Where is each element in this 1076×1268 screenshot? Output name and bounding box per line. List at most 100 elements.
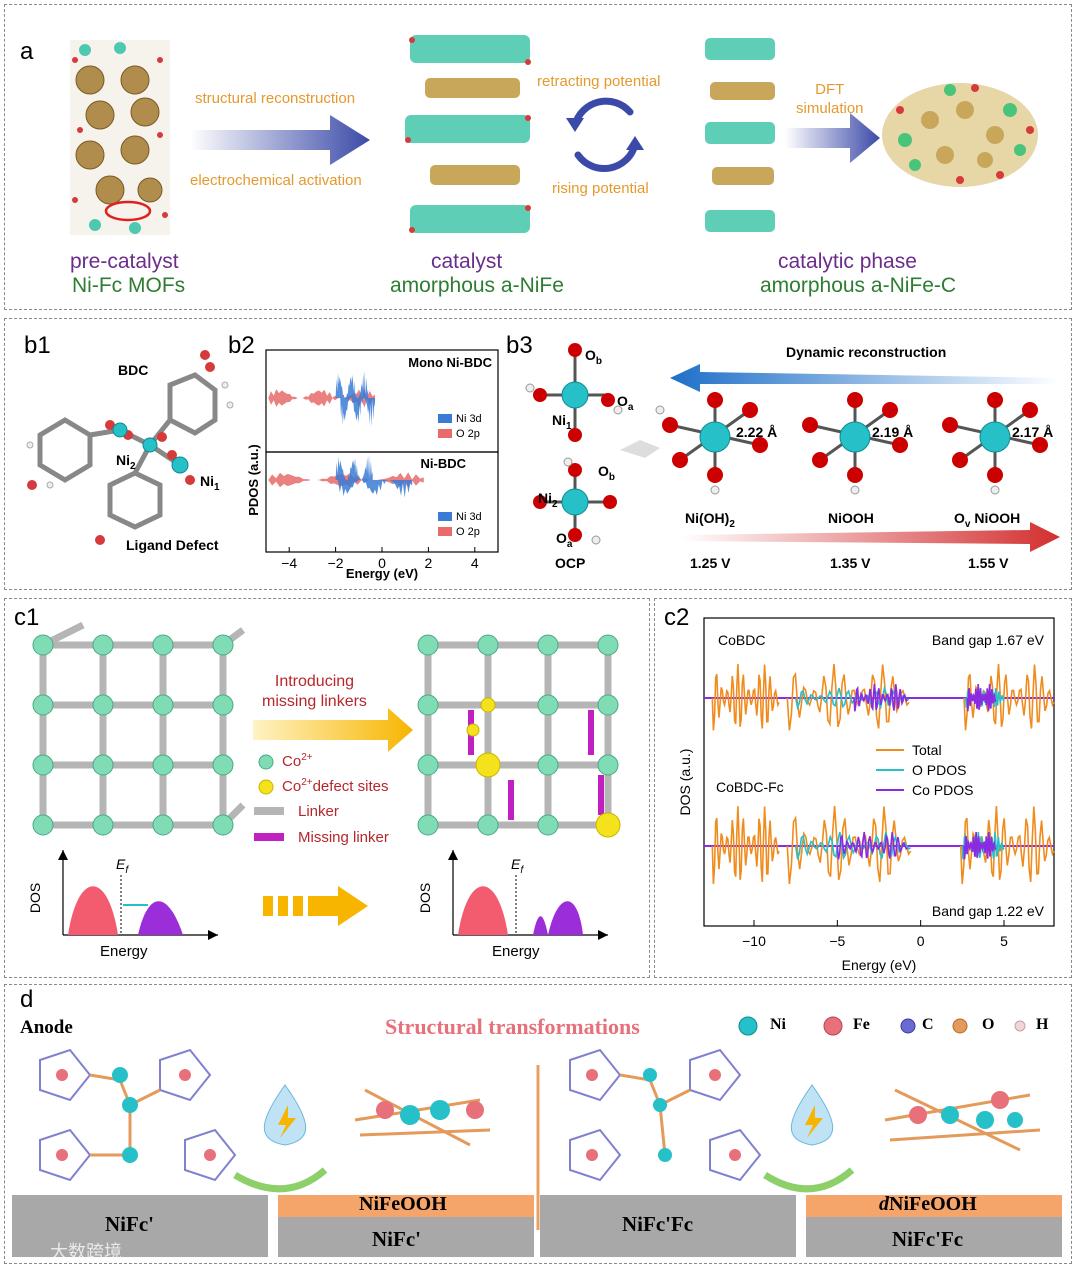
b2-xtick-label: 0 <box>378 555 386 571</box>
b3-species-2: NiOOH <box>828 510 874 526</box>
nifc-framework-left <box>39 1048 237 1182</box>
b3-ob-top: Ob <box>585 347 602 367</box>
b2-xtick-label: 4 <box>471 555 479 571</box>
b2-ni3d-bot-down <box>337 480 413 498</box>
catalytic-cluster <box>882 83 1038 187</box>
nifeooh-left <box>354 1088 491 1147</box>
c1-nodes-left <box>32 634 234 836</box>
b2-o2p-top-down <box>268 398 376 408</box>
c1-legend-co: Co2+ <box>282 752 313 770</box>
b1-molecule <box>26 350 234 545</box>
c1-nodes-right <box>417 634 619 836</box>
b3-potential-2: 1.35 V <box>830 555 871 571</box>
c2-xtick-label: −5 <box>829 933 845 949</box>
water-drop-icon-right <box>790 1084 834 1146</box>
c1-arrow-text: Introducing missing linkers <box>262 673 367 710</box>
b2-legend-ni-swatch-top <box>438 414 452 423</box>
d-top-1-label: NiFeOOH <box>359 1193 447 1215</box>
c2-xtick-label: −10 <box>742 933 766 949</box>
c2-copdos-bottom <box>836 831 997 860</box>
legend-missing-swatch <box>254 833 284 841</box>
catalyst-structure <box>405 35 531 233</box>
b1-ni1: Ni1 <box>200 473 220 493</box>
d-legend-o: O <box>982 1016 995 1033</box>
panel-c1 <box>4 598 650 978</box>
b2-ylabel: PDOS (a.u.) <box>246 444 261 516</box>
transform-arrow-right <box>763 1167 855 1193</box>
d-bar-3-label: NiFc'Fc <box>622 1212 694 1236</box>
stage2-title: catalyst <box>431 250 503 273</box>
b2-ni3d-top-up <box>335 370 369 398</box>
b2-legend-o-swatch-bot <box>438 527 452 536</box>
c1-dashed-arrow <box>263 896 273 916</box>
legend-co-swatch <box>258 754 274 770</box>
c1-lattice-right <box>424 641 612 829</box>
b3-bond-2: 2.19 Å <box>872 424 914 440</box>
b2-legend-ni-swatch-bot <box>438 512 452 521</box>
d-top-1 <box>278 1195 534 1217</box>
c1-dos-left <box>58 850 218 940</box>
b3-oa-bottom: Oa <box>556 530 573 550</box>
b3-species-3: Ov NiOOH <box>954 510 1021 530</box>
c2-top-gap: Band gap 1.67 eV <box>932 632 1045 648</box>
c1-ef-right: Ef <box>511 856 524 876</box>
b3-ob-bottom: Ob <box>598 463 615 483</box>
water-drop-icon-left <box>263 1084 307 1146</box>
panel-a-graphics <box>70 35 1038 235</box>
stage1-sub: Ni-Fc MOFs <box>72 274 186 297</box>
legend-h-icon <box>1014 1020 1026 1032</box>
panel-b1-label: b1 <box>24 332 51 359</box>
b3-potential-3: 1.55 V <box>968 555 1009 571</box>
cycle-arrows-icon <box>566 97 644 173</box>
d-legend <box>738 1016 1026 1036</box>
c1-energy-right: Energy <box>492 943 540 960</box>
b2-pdos-chart: PDOS (a.u.) Mono Ni-BDC Ni-BDC Ni 3d O 2… <box>246 349 499 581</box>
panel-c1-label: c1 <box>14 604 40 631</box>
c1-ef-left: Ef <box>116 856 129 876</box>
legend-defect-swatch <box>258 779 274 795</box>
b1-ligand-defect: Ligand Defect <box>126 537 219 553</box>
b2-o2p-top-up <box>268 388 376 398</box>
panel-a <box>4 4 1072 310</box>
c2-legend-o: O PDOS <box>912 762 966 778</box>
c2-top-name: CoBDC <box>718 632 765 648</box>
d-bar-1-label: NiFc' <box>105 1212 154 1236</box>
legend-c-icon <box>900 1018 916 1034</box>
transform-arrow-left <box>233 1167 328 1193</box>
b2-xtick-label: 2 <box>425 555 433 571</box>
b2-legend-ni-top: Ni 3d <box>456 413 482 425</box>
b2-xlabel: Energy (eV) <box>346 566 418 581</box>
b3-ni2: Ni2 <box>538 490 558 510</box>
ocp-to-nioh2-arrow <box>620 440 660 458</box>
legend-ni-icon <box>738 1016 758 1036</box>
dft-arrow <box>785 113 880 163</box>
stage2-sub: amorphous a-NiFe <box>390 274 564 297</box>
b3-ocp-sites <box>525 343 623 545</box>
b3-ni1: Ni1 <box>552 412 572 432</box>
c2-xlabel: Energy (eV) <box>842 957 917 973</box>
step-electrochemical-activation: electrochemical activation <box>190 172 362 189</box>
c2-legend-total: Total <box>912 742 942 758</box>
precatalyst-structure <box>70 40 170 235</box>
d-anode: Anode <box>20 1017 73 1038</box>
b3-graphics <box>525 343 1060 552</box>
d-bar-1 <box>12 1195 268 1257</box>
c2-bottom-name: CoBDC-Fc <box>716 779 784 795</box>
c1-dos-left-label: DOS <box>27 882 44 914</box>
b2-ni3d-bot-up <box>335 454 373 480</box>
b2-xtick-label: −4 <box>281 555 297 571</box>
b3-octahedra <box>655 392 1048 495</box>
legend-linker-swatch <box>254 807 284 815</box>
c1-lattice-left <box>39 621 246 829</box>
panel-d-label: d <box>20 986 34 1013</box>
panel-b2-label: b2 <box>228 332 255 359</box>
watermark: 大数跨境 <box>50 1242 122 1262</box>
b2-xtick-label: −2 <box>328 555 344 571</box>
b1-bdc: BDC <box>118 362 149 378</box>
d-bar-4-label: NiFc'Fc <box>892 1227 964 1251</box>
c1-graphics <box>32 621 621 940</box>
d-legend-h: H <box>1036 1016 1049 1033</box>
b2-o2p-bot-up <box>268 472 424 480</box>
panel-b3-label: b3 <box>506 332 533 359</box>
c2-xtick-label: 0 <box>917 933 925 949</box>
